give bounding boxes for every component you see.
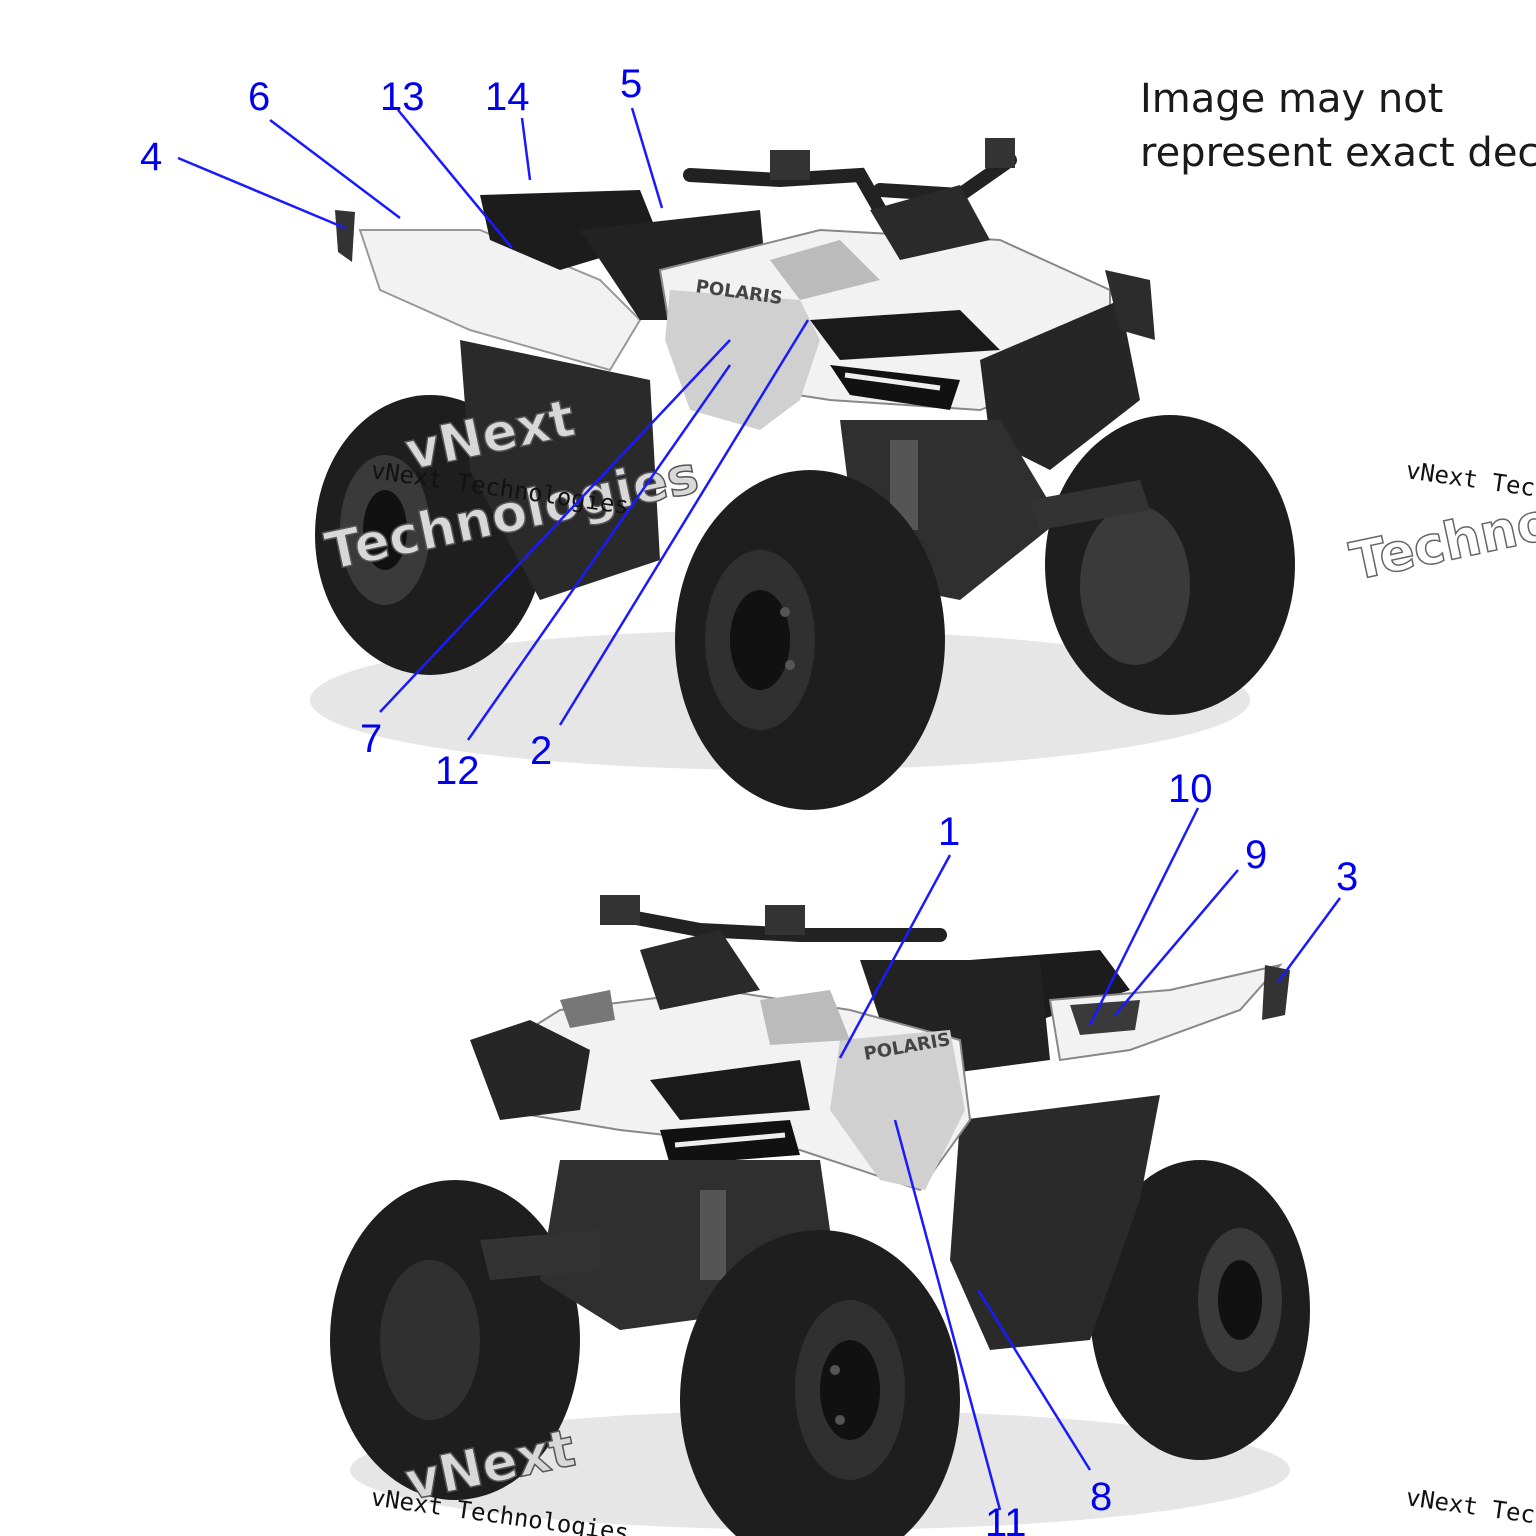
mirror-right-top <box>985 138 1015 168</box>
front-bumper-bar <box>1030 480 1150 530</box>
callout-1: 1 <box>938 810 960 854</box>
hood-vent <box>810 310 1000 360</box>
side-decal-panel-bottom <box>830 1030 965 1190</box>
leader-9 <box>1114 869 1239 1016</box>
watermark-right: vNext Technologies Technologies <box>1344 454 1536 593</box>
leader-12 <box>466 364 732 741</box>
right-front-tire <box>680 1230 960 1536</box>
right-side-panel <box>950 1095 1160 1350</box>
callout-6: 6 <box>248 75 270 119</box>
instrument-cover-bottom <box>640 930 760 1010</box>
callout-8: 8 <box>1090 1475 1112 1519</box>
rear-fender-bottom <box>1048 963 1283 1062</box>
front-fender-tip <box>1105 270 1155 340</box>
callout-5: 5 <box>620 62 642 106</box>
rear-right-tire <box>1090 1160 1310 1460</box>
leader-11 <box>893 1119 1002 1511</box>
leader-6 <box>269 119 401 219</box>
atv-bottom-illustration: POLARIS <box>330 895 1310 1536</box>
watermark-small-bottom-right: vNext Technologies <box>1404 1483 1536 1536</box>
handlebar-bottom <box>613 908 947 942</box>
front-left-tire <box>675 470 945 810</box>
rear-reflector-right <box>1262 965 1290 1020</box>
front-grille-mesh <box>770 240 880 300</box>
leader-10 <box>1088 807 1200 1026</box>
front-grille-mesh-bottom <box>760 990 850 1045</box>
rear-decal-area <box>1070 1000 1140 1035</box>
callout-3: 3 <box>1336 855 1358 899</box>
disclaimer-line-2: represent exact decal <box>1140 130 1536 176</box>
headlight-strip-bottom <box>674 1132 786 1148</box>
leader-8 <box>976 1289 1092 1471</box>
disclaimer-line-1: Image may not <box>1140 76 1444 122</box>
leader-2 <box>558 319 810 726</box>
callout-13: 13 <box>380 75 425 119</box>
right-rear-tire <box>1045 415 1295 715</box>
instrument-cover-top <box>870 185 990 260</box>
leader-3 <box>1276 897 1342 983</box>
callout-7: 7 <box>360 717 382 761</box>
side-mesh-bottom <box>560 990 615 1028</box>
leader-14 <box>520 117 532 181</box>
callout-11: 11 <box>985 1501 1027 1536</box>
rear-reflector-left <box>335 210 355 262</box>
handlebar-top <box>683 167 887 217</box>
callout-14: 14 <box>485 75 530 119</box>
shock-absorber-bottom <box>700 1190 726 1280</box>
callout-10: 10 <box>1168 767 1213 811</box>
callout-numbers: 4 6 13 14 5 7 12 2 1 10 9 3 8 11 <box>140 62 1358 1536</box>
callout-2: 2 <box>530 729 552 773</box>
front-bumper-bar-bottom <box>480 1230 600 1280</box>
leader-4 <box>177 156 346 230</box>
leader-1 <box>838 854 952 1059</box>
leader-13 <box>397 109 513 249</box>
mirror-left-top <box>770 150 810 180</box>
callout-12: 12 <box>435 749 480 793</box>
leader-7 <box>379 339 731 713</box>
leader-5 <box>630 107 664 209</box>
hood-vent-bottom <box>650 1060 810 1120</box>
leader-lines <box>177 107 1342 1511</box>
mirror-left-bottom <box>600 895 640 925</box>
front-bumper <box>980 300 1140 470</box>
disclaimer-note: Image may not represent exact decal <box>1140 72 1536 180</box>
front-fender-left-bottom <box>470 1020 590 1120</box>
side-decal-panel <box>665 290 820 430</box>
headlight-strip-top <box>844 372 941 391</box>
mirror-right-bottom <box>765 905 805 935</box>
callout-4: 4 <box>140 135 162 179</box>
callout-9: 9 <box>1245 833 1267 877</box>
